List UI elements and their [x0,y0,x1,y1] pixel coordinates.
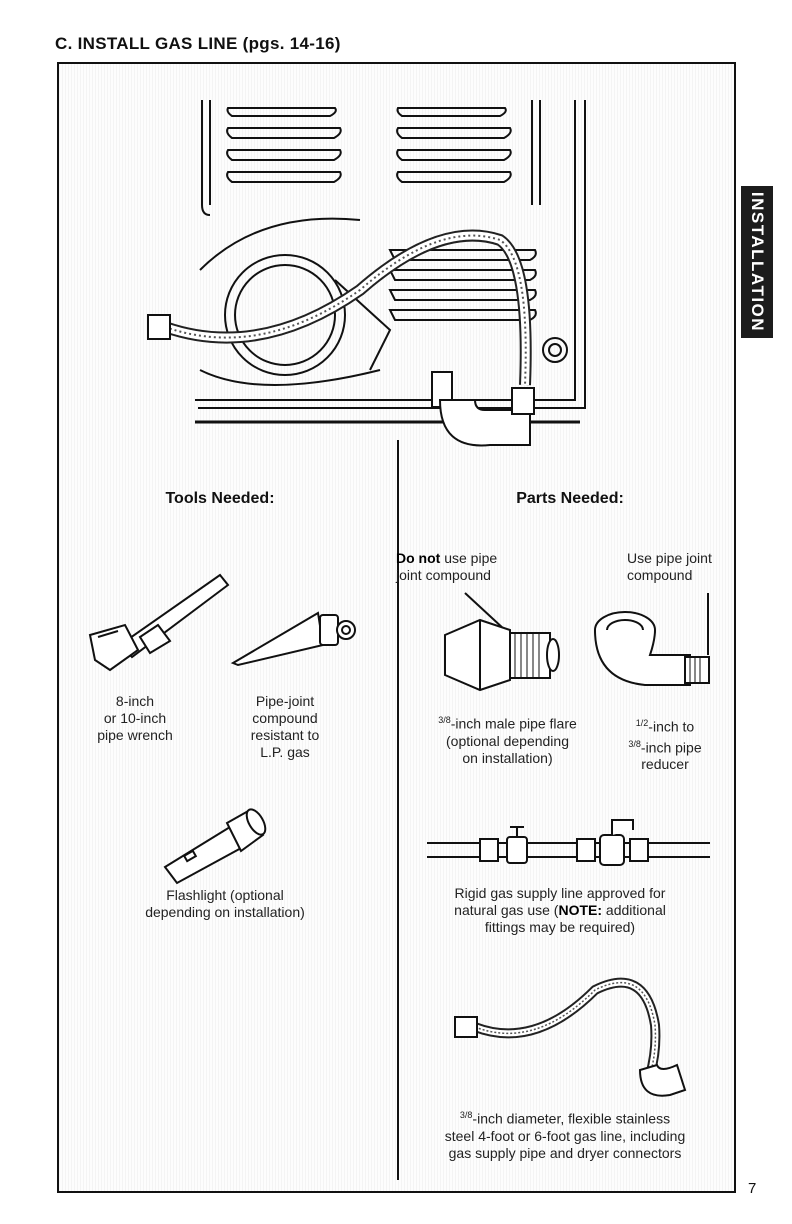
page-number: 7 [748,1180,757,1197]
compound-caption: Pipe-joint compound resistant to L.P. ga… [250,693,320,760]
rigid-gas-supply-caption: Rigid gas supply line approved for natur… [454,885,666,935]
rigid-gas-supply-line-illustration [427,819,710,866]
dryer-gas-connection-illustration [147,100,586,447]
pipe-wrench-caption: 8-inch or 10-inch pipe wrench [97,693,173,743]
section-tab: INSTALLATION [741,186,773,338]
flashlight-caption: Flashlight (optional depending on instal… [145,887,305,920]
parts-heading: Parts Needed: [516,490,624,507]
male-pipe-flare-caption: 3/8-inch male pipe flare (optional depen… [438,715,577,766]
column-divider [397,440,399,1180]
page-title: C. INSTALL GAS LINE (pgs. 14-16) [55,34,341,53]
pipe-wrench-icon [88,573,230,672]
pipe-reducer-caption: 1/2-inch to 3/8-inch pipe reducer [628,718,702,773]
do-not-use-compound-note: Do not use pipe joint compound [396,550,498,583]
tools-heading: Tools Needed: [165,490,275,507]
pipe-joint-compound-tube-icon [230,611,356,667]
use-compound-note: Use pipe joint compound [627,550,712,583]
flexible-gas-line-caption: 3/8-inch diameter, flexible stainless st… [444,1110,686,1161]
flexible-gas-line-illustration [454,977,687,1097]
section-tab-label: INSTALLATION [748,191,768,333]
flashlight-icon [163,808,267,885]
flare-and-reducer-fittings-illustration [444,592,710,692]
